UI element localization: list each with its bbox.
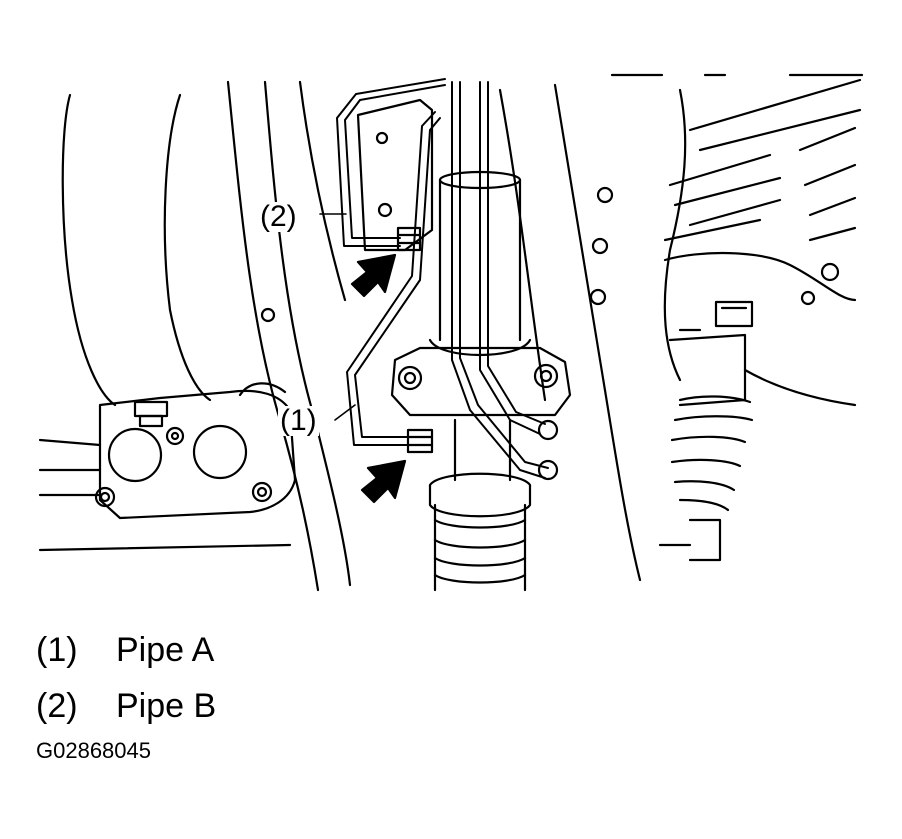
bolt-icon <box>800 262 840 306</box>
pipe-a <box>346 111 441 446</box>
bolt-icon <box>714 300 754 328</box>
bolt-icon <box>397 365 423 391</box>
legend-number: (2) <box>36 686 78 725</box>
legend-label: Pipe A <box>116 630 215 669</box>
arrow-icon <box>360 459 407 504</box>
upper-bracket <box>356 98 434 252</box>
flare-nut-icon <box>396 226 422 252</box>
bolt-icon <box>133 400 169 428</box>
legend-label: Pipe B <box>116 686 217 725</box>
flare-nut-icon <box>406 428 434 454</box>
arrow-icon <box>350 253 397 298</box>
right-boot <box>658 333 857 562</box>
bolt-icon <box>94 486 116 508</box>
subframe <box>38 80 352 592</box>
rack-feed-pipes <box>451 81 549 479</box>
engine-housing <box>663 78 862 382</box>
bolt-icon <box>165 426 185 446</box>
figure-id: G02868045 <box>36 738 151 763</box>
mounting-bracket <box>94 382 297 520</box>
center-rail <box>260 83 642 582</box>
bolt-icon <box>533 363 559 389</box>
steering-rack-pipe-diagram <box>38 73 864 592</box>
legend: (1) Pipe A (2) Pipe B <box>36 622 216 734</box>
callout-pipe-a: (1) <box>278 404 319 437</box>
callout-pipe-b: (2) <box>258 200 299 233</box>
legend-number: (1) <box>36 630 78 669</box>
leader-lines <box>319 213 356 421</box>
rack-boot <box>428 472 532 592</box>
legend-item: (2) Pipe B <box>36 678 216 734</box>
bolt-icon <box>251 481 273 503</box>
legend-item: (1) Pipe A <box>36 622 216 678</box>
pipe-b <box>336 78 446 247</box>
pipe-end-icon <box>537 419 559 481</box>
